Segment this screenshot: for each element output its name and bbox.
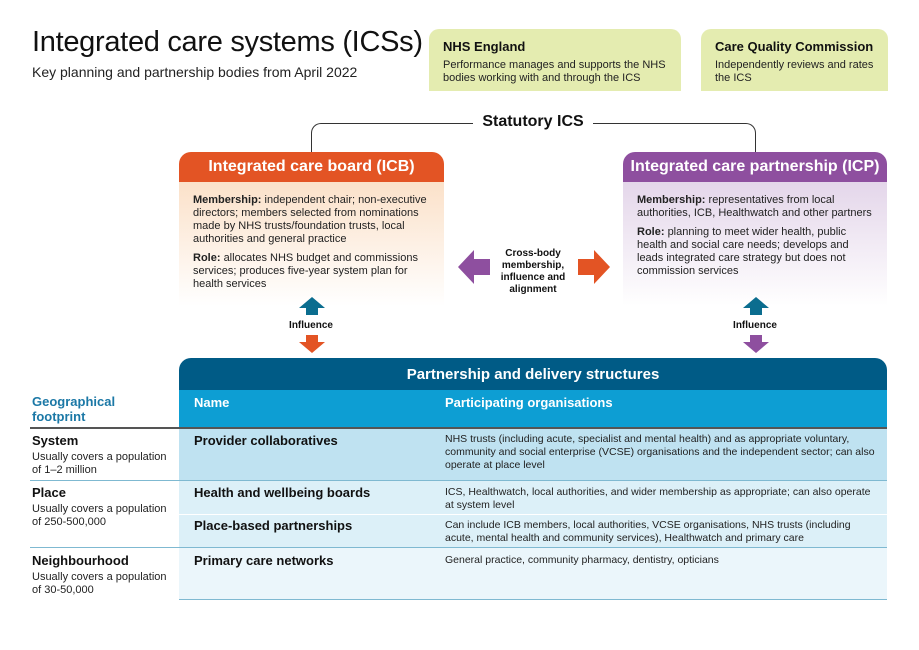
nhs-england-box: NHS England Performance manages and supp…: [429, 29, 681, 91]
column-organisations: Participating organisations: [445, 395, 613, 410]
icb-membership: Membership: independent chair; non-execu…: [193, 194, 430, 246]
influence-label-right: Influence: [733, 320, 777, 331]
footprint-name: Neighbourhood: [32, 553, 129, 568]
icb-title: Integrated care board (ICB): [179, 152, 444, 182]
footprint-name: System: [32, 433, 79, 448]
icp-title: Integrated care partnership (ICP): [623, 152, 887, 182]
footprint-desc: Usually covers a population of 30-50,000: [32, 571, 167, 596]
icp-membership-text: representatives from local authorities, …: [637, 194, 872, 219]
icb-panel: Membership: independent chair; non-execu…: [179, 182, 444, 306]
structure-orgs: NHS trusts (including acute, specialist …: [445, 433, 875, 471]
column-name: Name: [194, 395, 230, 410]
icp-role-text: planning to meet wider health, public he…: [637, 226, 849, 277]
footprint-system: System Usually covers a population of 1–…: [32, 433, 172, 477]
structure-name: Provider collaboratives: [194, 433, 338, 448]
table-row: [179, 429, 887, 480]
footprint-desc: Usually covers a population of 1–2 milli…: [32, 451, 167, 476]
icb-membership-label: Membership:: [193, 194, 262, 206]
footprint-place: Place Usually covers a population of 250…: [32, 485, 172, 529]
row-divider: [179, 599, 887, 600]
icp-role-label: Role:: [637, 226, 665, 238]
left-arrow-icon: [458, 250, 490, 284]
table-row: [179, 548, 887, 599]
structure-name: Place-based partnerships: [194, 518, 353, 533]
footprint-name: Place: [32, 485, 66, 500]
partnership-column-header: Name Participating organisations: [179, 390, 887, 428]
footprint-desc: Usually covers a population of 250-500,0…: [32, 503, 167, 528]
page-title: Integrated care systems (ICSs): [32, 26, 423, 58]
table-row: [179, 514, 887, 547]
icb-membership-text: independent chair; non-executive directo…: [193, 194, 427, 245]
row-divider: [179, 514, 887, 515]
statutory-ics-label: Statutory ICS: [473, 113, 593, 131]
structure-orgs: General practice, community pharmacy, de…: [445, 554, 719, 566]
icb-role-label: Role:: [193, 252, 221, 264]
row-divider: [30, 480, 887, 481]
structure-orgs: Can include ICB members, local authoriti…: [445, 519, 851, 544]
down-arrow-icon: [743, 335, 769, 353]
influence-label-left: Influence: [289, 320, 333, 331]
footprint-neighbourhood: Neighbourhood Usually covers a populatio…: [32, 553, 172, 597]
structure-name: Health and wellbeing boards: [194, 485, 371, 500]
icp-panel: Membership: representatives from local a…: [623, 182, 887, 306]
cross-body-label: Cross-body membership, influence and ali…: [500, 248, 566, 295]
up-arrow-icon: [299, 297, 325, 315]
cqc-title: Care Quality Commission: [715, 39, 874, 54]
structure-orgs: ICS, Healthwatch, local authorities, and…: [445, 486, 871, 511]
header-divider: [30, 427, 887, 429]
icp-membership: Membership: representatives from local a…: [637, 194, 873, 220]
up-arrow-icon: [743, 297, 769, 315]
structure-name: Primary care networks: [194, 553, 334, 568]
icp-membership-label: Membership:: [637, 194, 706, 206]
down-arrow-icon: [299, 335, 325, 353]
icp-role: Role: planning to meet wider health, pub…: [637, 226, 873, 278]
nhs-england-text: Performance manages and supports the NHS…: [443, 59, 666, 84]
page-subtitle: Key planning and partnership bodies from…: [32, 64, 358, 80]
cqc-text: Independently reviews and rates the ICS: [715, 59, 874, 84]
icb-role-text: allocates NHS budget and commissions ser…: [193, 252, 418, 290]
nhs-england-title: NHS England: [443, 39, 526, 54]
geo-footprint-header: Geographical footprint: [32, 394, 116, 424]
right-arrow-icon: [578, 250, 610, 284]
icb-role: Role: allocates NHS budget and commissio…: [193, 252, 430, 291]
partnership-title: Partnership and delivery structures: [179, 358, 887, 390]
row-divider: [30, 547, 887, 548]
cqc-box: Care Quality Commission Independently re…: [701, 29, 888, 91]
table-row: [179, 481, 887, 514]
